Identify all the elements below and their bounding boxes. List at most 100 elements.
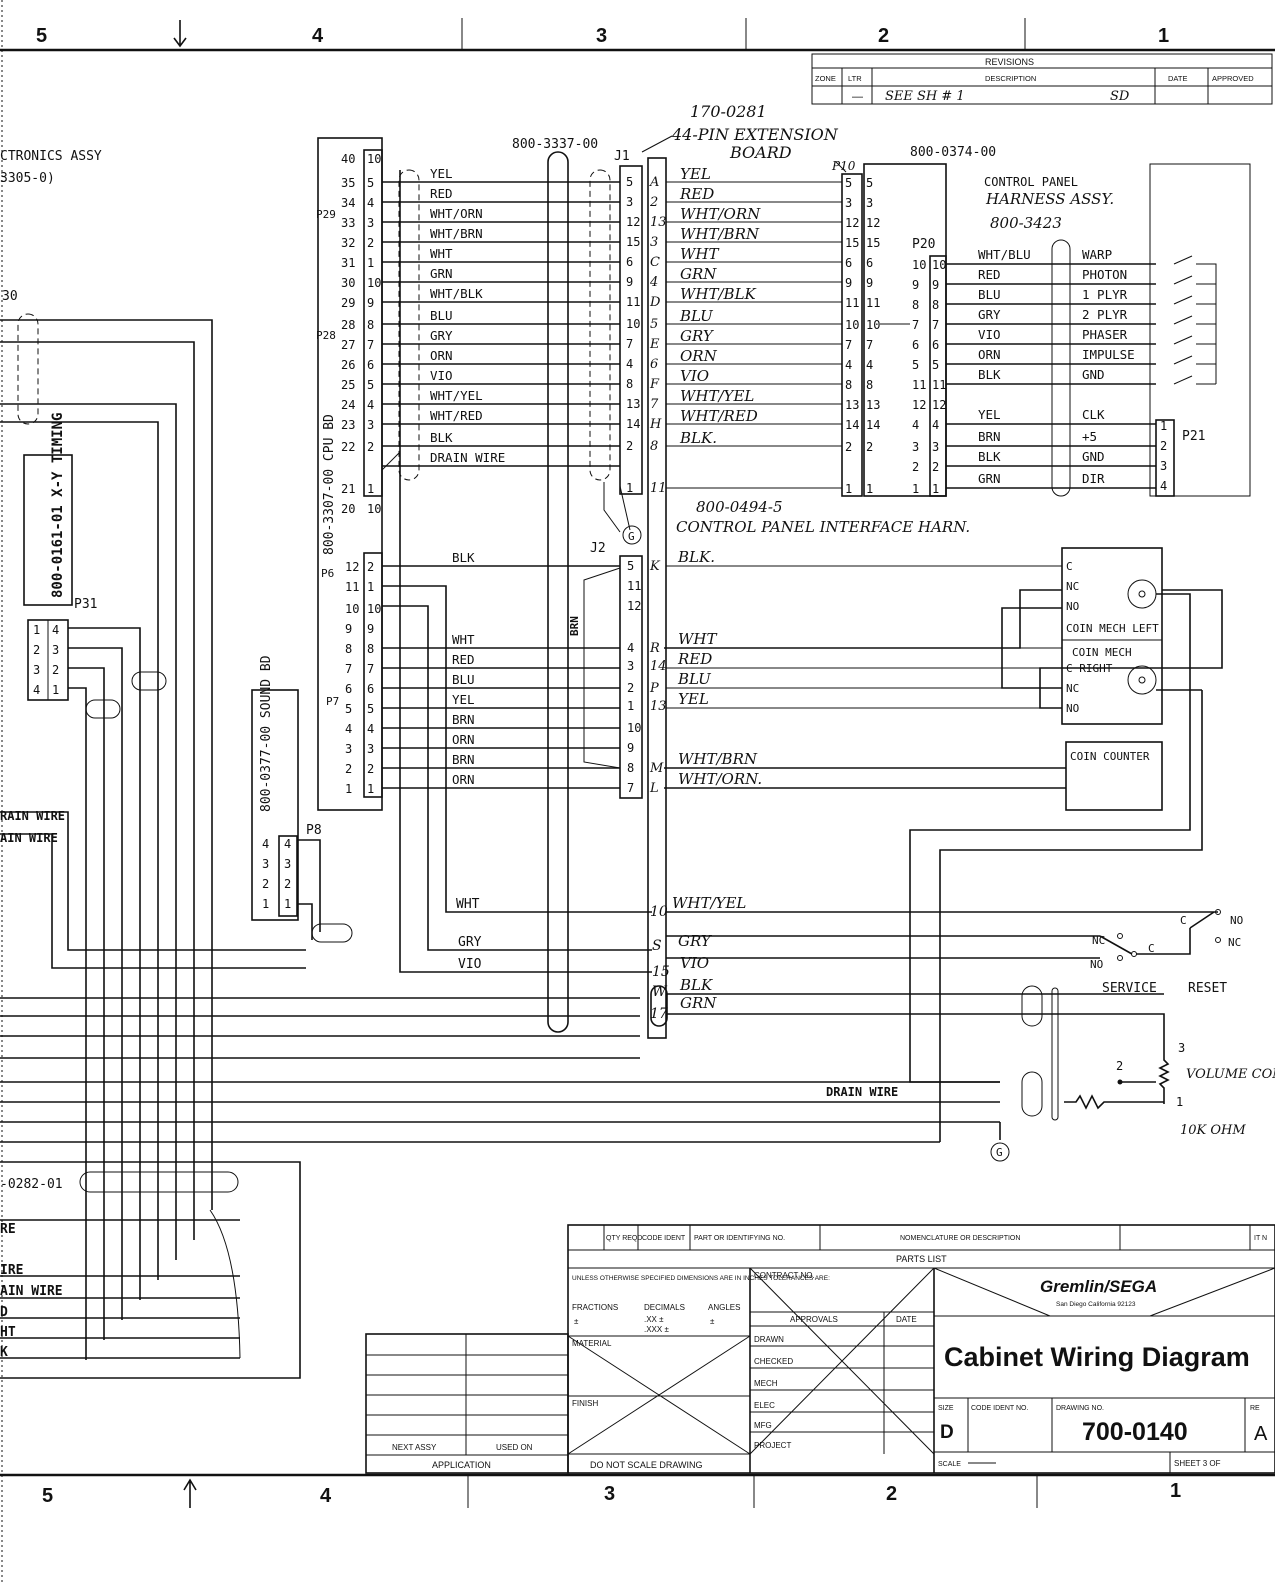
cable-0282-label: -0282-01 <box>0 1177 63 1192</box>
hand-wire-label: RED <box>679 185 714 203</box>
hand-wire-lower-label: BLK. <box>677 548 715 566</box>
cpu-pin-11: 11 <box>345 580 359 594</box>
j1-pin-letter: 6 <box>650 357 658 372</box>
j1-pin-letter: D <box>649 295 661 310</box>
cpu-inner-pin: 8 <box>367 318 374 332</box>
j2-pin-letter: M <box>649 761 664 776</box>
j2-pin: 10 <box>627 721 641 735</box>
p20-pin: 12 <box>912 398 926 412</box>
hand-gry-bottom: GRY <box>678 932 713 950</box>
coin-right-no: NO <box>1066 702 1079 715</box>
lower-wire-label: BRN <box>452 712 475 727</box>
cpu-inner-pin: 4 <box>367 398 374 412</box>
hand-grn-bottom: GRN <box>680 994 717 1012</box>
svg-text:3: 3 <box>33 663 40 677</box>
p20-pin-b: 3 <box>932 440 939 454</box>
p20-pin-b: 1 <box>932 482 939 496</box>
p30-label: 30 <box>2 289 18 304</box>
coin-left-no: NO <box>1066 600 1079 613</box>
cpu-inner-pin: 5 <box>367 176 374 190</box>
control-panel-harness-no: 800-3423 <box>990 214 1062 232</box>
p10-pin-b: 12 <box>866 216 880 230</box>
sound-board-label: 800-0377-00 SOUND BD <box>259 655 274 812</box>
cpu-pin-26: 26 <box>341 358 355 372</box>
j1-pin: 2 <box>626 439 633 453</box>
bottom-pin-10: 10 <box>650 904 668 920</box>
cpu-inner-pin: 6 <box>367 682 374 696</box>
wire-label: WHT/BRN <box>430 226 483 241</box>
xxx-tol: .XXX ± <box>644 1325 669 1334</box>
cp-function-label: GND <box>1082 367 1105 382</box>
wire-label: RED <box>430 186 453 201</box>
cpu-inner-pin: 10 <box>367 602 381 616</box>
cpu-inner-pin: 5 <box>367 702 374 716</box>
cp-switch <box>1173 315 1217 344</box>
cpu-pin-4: 4 <box>345 722 352 736</box>
role-project: PROJECT <box>754 1441 791 1450</box>
svg-text:2: 2 <box>52 663 59 677</box>
cpu-inner-pin: 10 <box>367 276 381 290</box>
p21-pin: 1 <box>1160 419 1167 433</box>
cpu-inner-pin: 2 <box>367 440 374 454</box>
cp-switch <box>1173 375 1216 385</box>
wire-label: BLU <box>430 308 453 323</box>
p21-pin: 3 <box>1160 459 1167 473</box>
p10-pin-b: 15 <box>866 236 880 250</box>
j1-pin-letter: 11 <box>650 481 667 496</box>
j1-pin-letter: C <box>650 255 660 270</box>
cpu-inner-pin: 1 <box>367 782 374 796</box>
wire-label: DRAIN WIRE <box>430 450 505 465</box>
p20-pin: 10 <box>912 258 926 272</box>
revisions-title: REVISIONS <box>985 57 1034 67</box>
ground-symbol-1: G <box>628 530 635 543</box>
j1-label: J1 <box>614 149 630 164</box>
cpu-inner-pin: 10 <box>367 502 381 516</box>
cp-function-label: IMPULSE <box>1082 347 1135 362</box>
ext-cable-part: 800-3337-00 <box>512 137 598 152</box>
unless-specified: UNLESS OTHERWISE SPECIFIED DIMENSIONS AR… <box>572 1275 830 1282</box>
used-on-label: USED ON <box>496 1443 533 1452</box>
cpu-inner-pin: 2 <box>367 236 374 250</box>
zone-top-4: 4 <box>312 25 324 47</box>
cpu-inner-pin: 1 <box>367 580 374 594</box>
parts-header-nomenclature: NOMENCLATURE OR DESCRIPTION <box>900 1235 1020 1242</box>
wire-label: GRY <box>430 328 453 343</box>
cpu-inner-pin: 2 <box>367 762 374 776</box>
cpu-pin-22: 22 <box>341 440 355 454</box>
p20-pin-b: 12 <box>932 398 946 412</box>
hand-wire-label: WHT/YEL <box>680 387 754 405</box>
p6-label: P6 <box>321 567 334 580</box>
svg-text:2: 2 <box>33 643 40 657</box>
cpu-pin-28: 28 <box>341 318 355 332</box>
role-elec: ELEC <box>754 1401 775 1410</box>
p8-label: P8 <box>306 823 322 838</box>
j1-pin: 3 <box>626 195 633 209</box>
p20-pin: 6 <box>912 338 919 352</box>
lower-wire-label: RED <box>452 652 475 667</box>
cp-function-label: PHASER <box>1082 327 1128 342</box>
cp-wire-label: RED <box>978 267 1001 282</box>
drawing-no-label: DRAWING NO. <box>1056 1405 1104 1412</box>
cpu-pin-23: 23 <box>341 418 355 432</box>
title-block-lines <box>365 1224 1275 1474</box>
cpu-inner-pin: 3 <box>367 418 374 432</box>
p10-pin: 14 <box>845 418 859 432</box>
cp-wire-label: BLK <box>978 449 1001 464</box>
electronics-assy-number: 3305-0) <box>0 171 55 186</box>
j1-pin: 7 <box>626 337 633 351</box>
zone-bottom-3: 3 <box>604 1483 615 1505</box>
j1-pin-letter: 2 <box>649 195 658 210</box>
j1-pin-letter: E <box>649 337 660 352</box>
p20-pin-b: 9 <box>932 278 939 292</box>
drain-wire-label: DRAIN WIRE <box>826 1085 898 1099</box>
rev-header-ltr: LTR <box>848 74 862 83</box>
cpu-inner-pin: 10 <box>367 152 381 166</box>
p7-label: P7 <box>326 695 339 708</box>
p10-pin-b: 1 <box>866 482 873 496</box>
p10-pin: 15 <box>845 236 859 250</box>
p10-pin-b: 10 <box>866 318 880 332</box>
pot-pin-3: 3 <box>1178 1041 1185 1055</box>
j2-pin-letter: K <box>649 559 661 574</box>
